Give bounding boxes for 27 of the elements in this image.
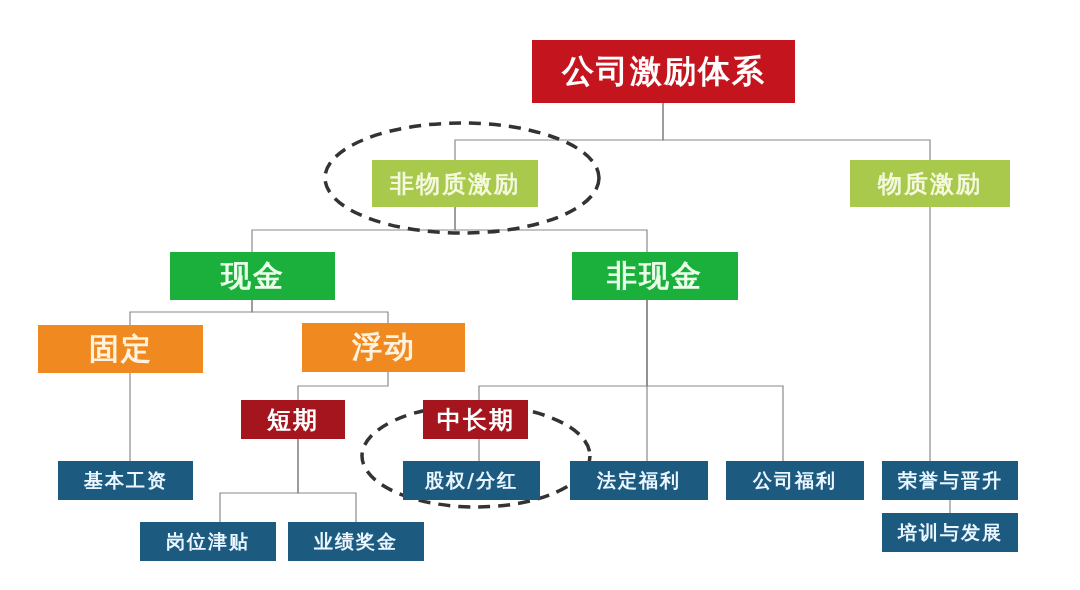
- item-box: 业绩奖金: [288, 522, 424, 561]
- category-box: 非现金: [572, 252, 738, 300]
- item-box: 基本工资: [58, 461, 193, 500]
- connector-line: [251, 299, 389, 324]
- connector-line: [646, 299, 784, 462]
- connector-line: [478, 438, 480, 462]
- connector-line: [662, 102, 931, 161]
- item-box: 公司福利: [726, 461, 864, 500]
- connector-line: [949, 499, 951, 514]
- category-box: 固定: [38, 325, 203, 373]
- connector-line: [929, 206, 931, 462]
- category-box: 物质激励: [850, 160, 1010, 207]
- connector-line: [297, 371, 389, 401]
- category-box: 中长期: [423, 400, 528, 439]
- item-box: 股权/分红: [403, 461, 540, 500]
- category-box: 现金: [170, 252, 335, 300]
- category-box: 非物质激励: [372, 160, 538, 207]
- item-box: 岗位津贴: [140, 522, 276, 561]
- item-box: 荣誉与晋升: [882, 461, 1018, 500]
- root-box: 公司激励体系: [532, 40, 795, 103]
- item-box: 培训与发展: [882, 513, 1018, 552]
- connector-line: [129, 372, 131, 462]
- connector-line: [297, 438, 357, 523]
- item-box: 法定福利: [570, 461, 708, 500]
- category-box: 浮动: [302, 323, 465, 372]
- category-box: 短期: [241, 400, 345, 439]
- connector-line: [454, 206, 648, 253]
